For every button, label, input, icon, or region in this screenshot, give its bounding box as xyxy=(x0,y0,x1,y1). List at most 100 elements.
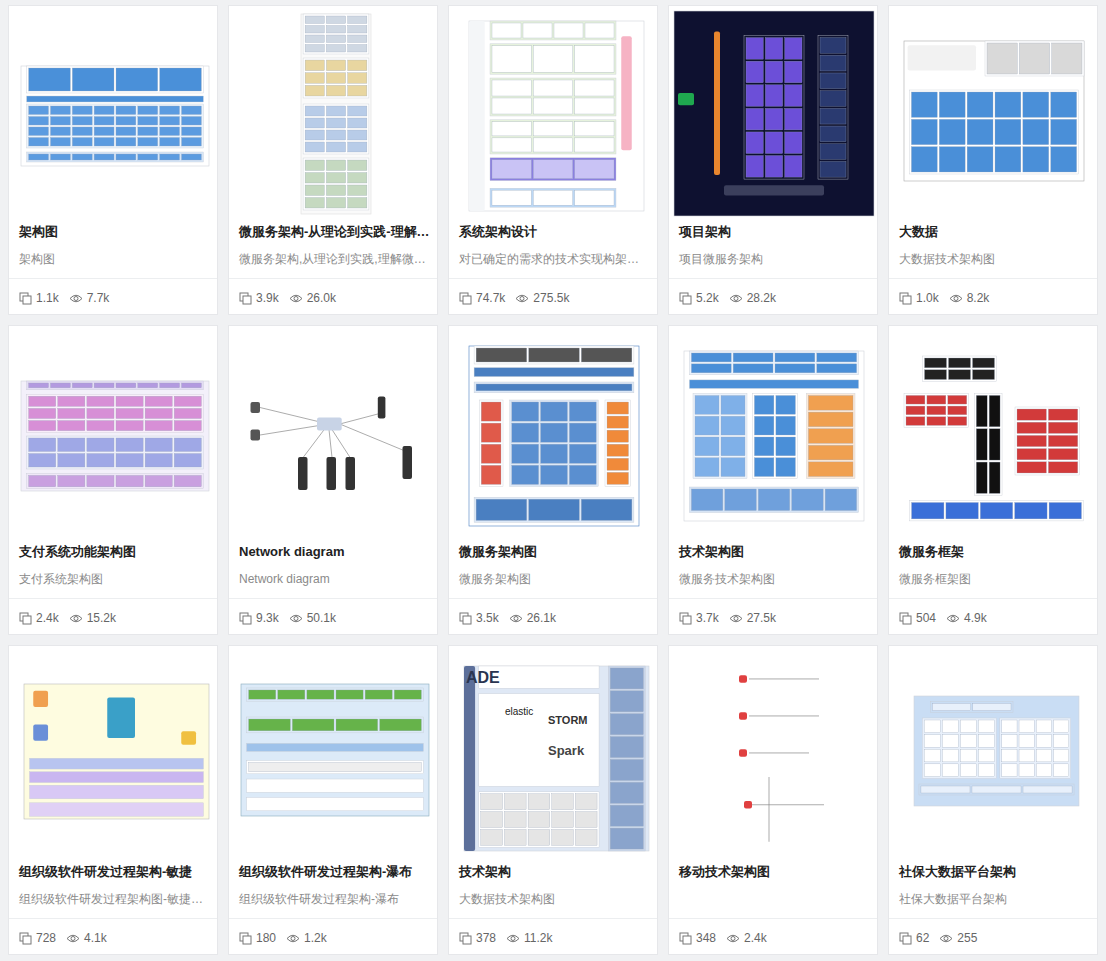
thumbnail-block xyxy=(569,423,596,442)
thumbnail-block xyxy=(820,126,846,142)
thumbnail-block xyxy=(138,383,158,388)
stats-row: 7284.1k xyxy=(19,929,117,947)
thumbnail-block xyxy=(29,396,56,406)
view-icon xyxy=(726,932,740,945)
thumbnail-frame xyxy=(24,684,209,819)
thumbnail-shape xyxy=(317,417,342,430)
card-title: 大数据 xyxy=(899,222,1089,242)
thumbnail-block xyxy=(575,829,597,845)
thumbnail-band xyxy=(923,356,997,382)
diagram-thumbnail xyxy=(9,326,217,538)
thumbnail-shape xyxy=(33,725,48,741)
thumbnail-block xyxy=(754,458,774,477)
thumbnail-line xyxy=(749,715,819,716)
thumbnail-block xyxy=(927,395,946,404)
thumbnail-block xyxy=(116,154,136,160)
card-subtitle: Network diagram xyxy=(239,570,429,588)
thumbnail-block xyxy=(160,154,180,160)
thumbnail-band xyxy=(744,36,804,180)
thumbnail-block xyxy=(533,160,572,179)
copy-icon xyxy=(459,932,472,945)
thumbnail-block xyxy=(976,429,987,460)
thumbnail-block xyxy=(116,438,143,452)
thumbnail-frame xyxy=(729,666,829,851)
copy-count: 62 xyxy=(916,929,929,947)
thumbnail-block xyxy=(305,26,324,34)
thumbnail-block xyxy=(754,437,774,456)
thumbnail-block xyxy=(58,396,85,406)
thumbnail-block xyxy=(911,92,937,117)
thumbnail-block xyxy=(995,92,1021,117)
thumbnail-block xyxy=(1054,764,1069,777)
thumbnail-line xyxy=(749,804,824,805)
thumbnail-block xyxy=(533,98,572,114)
thumbnail-block xyxy=(1036,764,1051,777)
thumbnail-block xyxy=(174,408,201,418)
thumbnail-block xyxy=(174,454,201,468)
card-subtitle: 组织级软件研发过程架构-瀑布 xyxy=(239,890,429,908)
thumbnail-frame xyxy=(904,356,1089,526)
thumbnail-block xyxy=(1054,735,1069,748)
thumbnail-block xyxy=(569,444,596,463)
thumbnail-band xyxy=(479,792,599,848)
thumbnail-block xyxy=(976,395,987,426)
thumbnail-frame xyxy=(21,66,209,166)
thumbnail-block xyxy=(1002,749,1017,762)
thumbnail-block xyxy=(58,421,85,431)
thumbnail-block xyxy=(305,185,324,196)
thumbnail-block xyxy=(94,383,114,388)
thumbnail-block xyxy=(585,23,614,38)
thumbnail-block xyxy=(292,719,334,731)
thumbnail-block xyxy=(765,85,782,107)
thumbnail-band xyxy=(490,21,616,40)
thumbnail-band xyxy=(474,497,634,522)
thumbnail-block xyxy=(776,396,796,415)
view-icon xyxy=(289,292,303,305)
thumbnail-frame xyxy=(21,381,209,491)
thumbnail-block xyxy=(174,438,201,452)
thumbnail-band xyxy=(689,487,858,513)
thumbnail-block xyxy=(58,475,85,486)
thumbnail-block xyxy=(575,190,614,205)
thumbnail-block xyxy=(785,156,802,178)
thumbnail-block xyxy=(182,106,202,115)
thumbnail-block xyxy=(911,119,937,144)
thumbnail-band xyxy=(510,400,598,486)
thumbnail-block xyxy=(808,396,853,411)
diagram-thumbnail xyxy=(229,326,437,538)
thumbnail-block xyxy=(72,117,92,126)
thumbnail-block xyxy=(775,364,815,373)
thumbnail-block xyxy=(481,423,501,442)
thumbnail-block xyxy=(1019,764,1034,777)
thumbnail-block xyxy=(1019,43,1049,74)
view-icon xyxy=(286,932,300,945)
thumbnail-block xyxy=(348,173,367,184)
thumbnail-block xyxy=(476,499,527,520)
thumbnail-block xyxy=(1015,503,1047,519)
thumbnail-band xyxy=(479,694,599,787)
view-count: 26.0k xyxy=(307,289,336,307)
view-icon xyxy=(515,292,529,305)
thumbnail-band xyxy=(27,394,204,433)
thumbnail-band xyxy=(931,702,1014,713)
thumbnail-block xyxy=(924,764,940,777)
copy-icon xyxy=(239,292,252,305)
copy-count: 348 xyxy=(696,929,716,947)
thumbnail-block xyxy=(305,73,324,84)
thumbnail-block xyxy=(925,370,947,380)
thumbnail-band xyxy=(303,58,369,98)
thumbnail-block xyxy=(912,503,944,519)
template-card: 支付系统功能架构图支付系统架构图2.4k15.2k xyxy=(8,325,218,635)
thumbnail-block xyxy=(725,489,756,511)
thumbnail-band xyxy=(490,44,616,74)
thumbnail-block xyxy=(174,475,201,486)
thumbnail-block xyxy=(575,46,614,72)
thumbnail-block xyxy=(575,122,614,136)
thumbnail-block xyxy=(58,408,85,418)
template-card: 大数据大数据技术架构图1.0k8.2k xyxy=(888,5,1098,315)
thumbnail-block xyxy=(160,117,180,126)
thumbnail-band xyxy=(247,743,424,751)
thumbnail-block xyxy=(394,690,421,699)
card-subtitle: 微服务框架图 xyxy=(899,570,1089,588)
thumbnail-block xyxy=(326,185,345,196)
